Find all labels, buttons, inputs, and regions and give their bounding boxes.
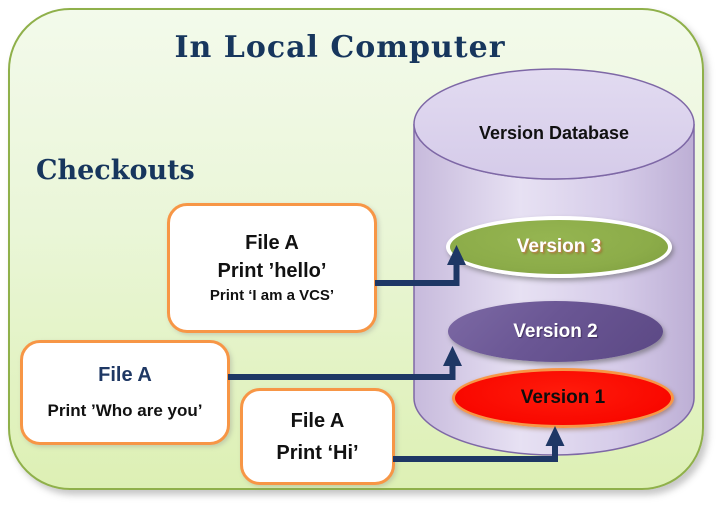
version-3-label: Version 3 [516,236,602,257]
version-1-ellipse: Version 1 [452,368,674,428]
checkout-box-who-are-you: File A Print ’Who are you’ [20,340,230,445]
file-content-line: Print ’hello’ [217,259,327,282]
version-database-label: Version Database [478,123,630,143]
file-name: File A [245,231,299,254]
file-content-line: Print ‘Hi’ [276,441,359,464]
file-content-line: Print ‘I am a VCS’ [209,286,335,304]
version-1-label: Version 1 [520,387,606,408]
checkout-box-hello: File A Print ’hello’ Print ‘I am a VCS’ [167,203,377,333]
file-name: File A [290,409,345,432]
version-2-ellipse: Version 2 [448,301,663,362]
file-name: File A [98,364,152,387]
version-2-label: Version 2 [513,320,598,342]
version-3-ellipse: Version 3 [446,216,672,278]
checkouts-label: Checkouts [36,155,195,186]
diagram-title: In Local Computer [174,30,506,65]
checkout-box-hi: File A Print ‘Hi’ [240,388,395,485]
file-content-line: Print ’Who are you’ [47,401,203,421]
